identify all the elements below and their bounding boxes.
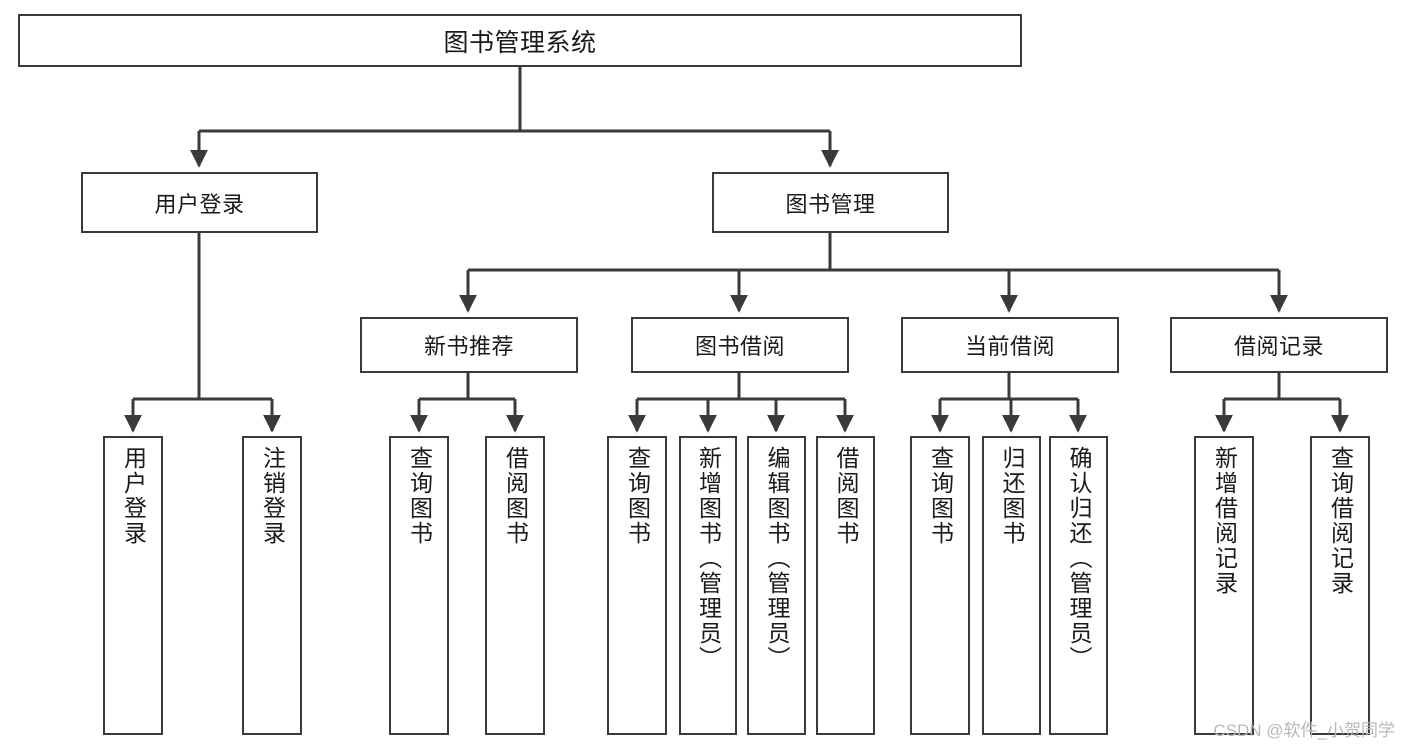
node-label: 确认归还（管理员） <box>1066 446 1092 671</box>
node-label: 图书管理系统 <box>443 28 597 57</box>
leaf-borrow-record-query[interactable]: 查询借阅记录 <box>1310 436 1370 735</box>
leaf-book-borrow-add[interactable]: 新增图书（管理员） <box>679 436 737 735</box>
leaf-book-borrow-query[interactable]: 查询图书 <box>607 436 667 735</box>
node-label: 当前借阅 <box>964 334 1055 359</box>
node-label: 图书管理 <box>785 191 876 217</box>
leaf-user-login-signout[interactable]: 注销登录 <box>242 436 302 735</box>
leaf-book-borrow-borrow[interactable]: 借阅图书 <box>816 436 875 735</box>
node-label: 新书推荐 <box>423 334 514 359</box>
node-label: 图书借阅 <box>694 334 785 359</box>
node-label: 查询图书 <box>624 446 651 546</box>
node-label: 查询借阅记录 <box>1327 446 1354 596</box>
leaf-current-borrow-confirm[interactable]: 确认归还（管理员） <box>1049 436 1108 735</box>
node-root-system[interactable]: 图书管理系统 <box>18 14 1022 67</box>
leaf-current-borrow-query[interactable]: 查询图书 <box>910 436 970 735</box>
node-label: 借阅记录 <box>1233 334 1324 359</box>
node-label: 查询图书 <box>927 446 954 546</box>
node-label: 查询图书 <box>406 446 433 546</box>
node-new-book-recommend[interactable]: 新书推荐 <box>360 317 578 373</box>
leaf-user-login-signin[interactable]: 用户登录 <box>103 436 163 735</box>
csdn-watermark: CSDN @软件_小贺同学 <box>1213 721 1395 740</box>
leaf-book-borrow-edit[interactable]: 编辑图书（管理员） <box>747 436 806 735</box>
node-label: 归还图书 <box>999 446 1025 546</box>
node-label: 新增图书（管理员） <box>695 446 722 671</box>
leaf-borrow-record-add[interactable]: 新增借阅记录 <box>1194 436 1254 735</box>
node-book-borrow[interactable]: 图书借阅 <box>631 317 849 373</box>
node-label: 注销登录 <box>259 446 286 546</box>
node-borrow-record[interactable]: 借阅记录 <box>1170 317 1388 373</box>
node-user-login[interactable]: 用户登录 <box>81 172 318 233</box>
leaf-new-book-query[interactable]: 查询图书 <box>389 436 449 735</box>
leaf-current-borrow-return[interactable]: 归还图书 <box>982 436 1041 735</box>
node-book-management[interactable]: 图书管理 <box>712 172 949 233</box>
node-current-borrow[interactable]: 当前借阅 <box>901 317 1119 373</box>
node-label: 用户登录 <box>154 191 245 217</box>
node-label: 借阅图书 <box>833 446 859 546</box>
node-label: 借阅图书 <box>502 446 529 546</box>
node-label: 新增借阅记录 <box>1211 446 1238 596</box>
leaf-new-book-borrow[interactable]: 借阅图书 <box>485 436 545 735</box>
node-label: 用户登录 <box>120 446 147 546</box>
node-label: 编辑图书（管理员） <box>764 446 790 671</box>
